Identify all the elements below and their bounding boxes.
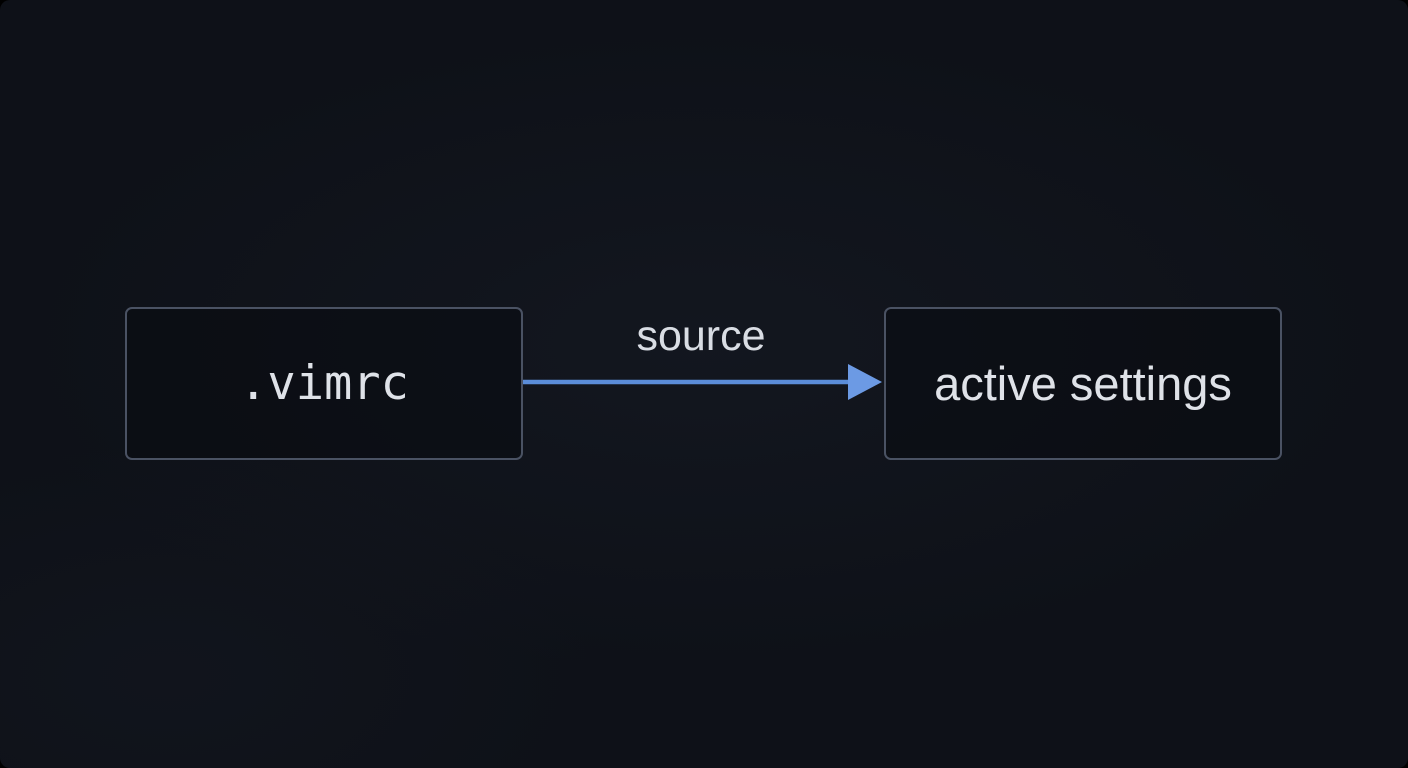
node-vimrc-label: .vimrc	[239, 356, 409, 411]
edge-label-source: source	[636, 312, 766, 360]
edge-arrowhead-icon	[848, 364, 882, 400]
node-active-settings-label: active settings	[934, 357, 1232, 410]
node-vimrc[interactable]: .vimrc	[125, 307, 523, 460]
node-active-settings[interactable]: active settings	[884, 307, 1282, 460]
